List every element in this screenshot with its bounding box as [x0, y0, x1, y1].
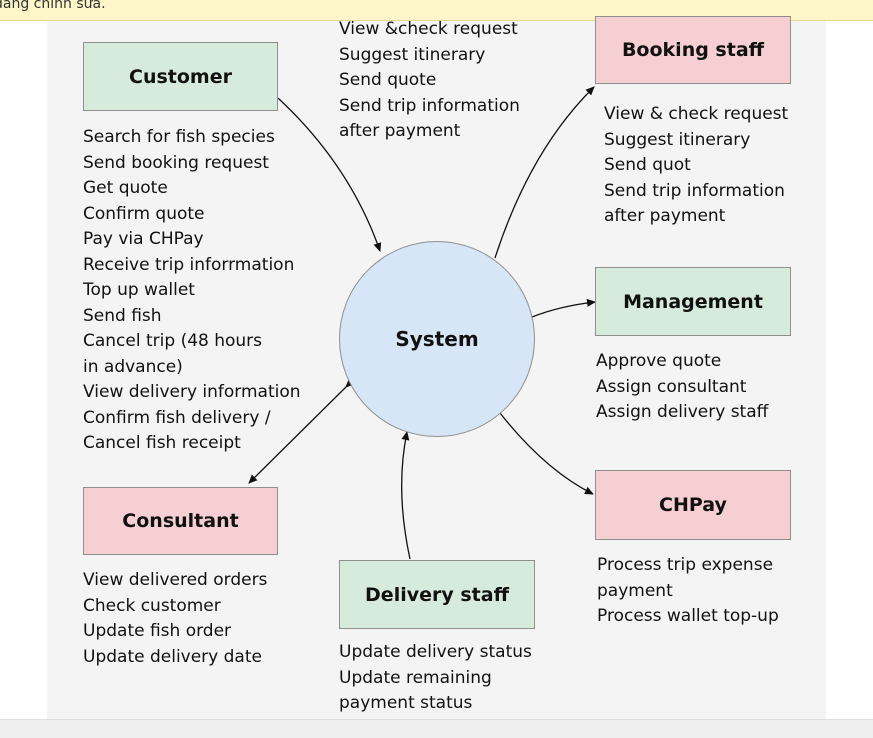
- delivery-staff-label: Delivery staff: [365, 583, 509, 606]
- top-note-list: View &check request Suggest itinerary Se…: [339, 17, 520, 145]
- bottom-scroll-strip: [0, 719, 873, 738]
- chpay-list: Process trip expense payment Process wal…: [597, 553, 779, 630]
- list-item: Process wallet top-up: [597, 606, 779, 626]
- booking-staff-list: View & check request Suggest itinerary S…: [604, 102, 788, 230]
- list-item: Send fish: [83, 305, 162, 326]
- list-item: Update fish order: [83, 621, 232, 641]
- list-item: Receive trip inforrmation: [83, 254, 295, 275]
- list-item: View delivered orders: [83, 570, 268, 590]
- list-item: Send quote: [339, 70, 437, 90]
- list-item: View delivery information: [83, 382, 301, 402]
- list-item: View & check request: [604, 104, 789, 124]
- editing-banner-text: đang chỉnh sửa.: [0, 0, 106, 12]
- list-item: Update delivery status: [339, 642, 532, 662]
- list-item: in advance): [83, 356, 183, 377]
- list-item: Cancel fish receipt: [83, 433, 241, 453]
- list-item: Confirm fish delivery /: [83, 407, 271, 428]
- chpay-box: CHPay: [595, 470, 791, 540]
- list-item: Approve quote: [596, 351, 722, 371]
- list-item: Suggest itinerary: [339, 44, 486, 65]
- list-item: payment status: [339, 693, 473, 713]
- list-item: Search for fish species: [83, 127, 275, 147]
- list-item: after payment: [339, 121, 461, 141]
- list-item: Cancel trip (48 hours: [83, 331, 263, 351]
- list-item: Check customer: [83, 595, 221, 616]
- customer-label: Customer: [129, 65, 232, 88]
- customer-list: Search for fish species Send booking req…: [83, 125, 301, 457]
- list-item: Update remaining: [339, 667, 492, 688]
- management-label: Management: [623, 290, 763, 313]
- booking-staff-label: Booking staff: [621, 39, 765, 61]
- chpay-label: CHPay: [659, 494, 727, 516]
- system-label: System: [395, 327, 479, 351]
- management-list: Approve quote Assign consultant Assign d…: [596, 349, 768, 426]
- list-item: Assign consultant: [596, 376, 747, 397]
- editing-banner: đang chỉnh sửa.: [0, 0, 873, 21]
- booking-staff-box: Booking staff: [595, 16, 791, 84]
- list-item: Top up wallet: [83, 280, 195, 300]
- list-item: Process trip expense: [597, 555, 774, 575]
- list-item: after payment: [604, 206, 726, 226]
- list-item: Assign delivery staff: [596, 402, 769, 422]
- customer-box: Customer: [83, 42, 278, 111]
- list-item: View &check request: [339, 19, 518, 39]
- list-item: payment: [597, 580, 673, 601]
- consultant-label: Consultant: [122, 510, 239, 532]
- list-item: Send trip information: [339, 95, 520, 116]
- list-item: Send trip information: [604, 180, 785, 201]
- delivery-staff-box: Delivery staff: [339, 560, 535, 629]
- management-box: Management: [595, 267, 791, 336]
- list-item: Get quote: [83, 178, 168, 198]
- list-item: Pay via CHPay: [83, 229, 204, 249]
- delivery-staff-list: Update delivery status Update remaining …: [339, 640, 532, 717]
- list-item: Send quot: [604, 155, 691, 175]
- list-item: Confirm quote: [83, 203, 205, 224]
- system-node: System: [339, 241, 535, 437]
- consultant-list: View delivered orders Check customer Upd…: [83, 568, 267, 670]
- list-item: Send booking request: [83, 152, 269, 173]
- list-item: Suggest itinerary: [604, 129, 751, 150]
- list-item: Update delivery date: [83, 646, 262, 667]
- consultant-box: Consultant: [83, 487, 278, 555]
